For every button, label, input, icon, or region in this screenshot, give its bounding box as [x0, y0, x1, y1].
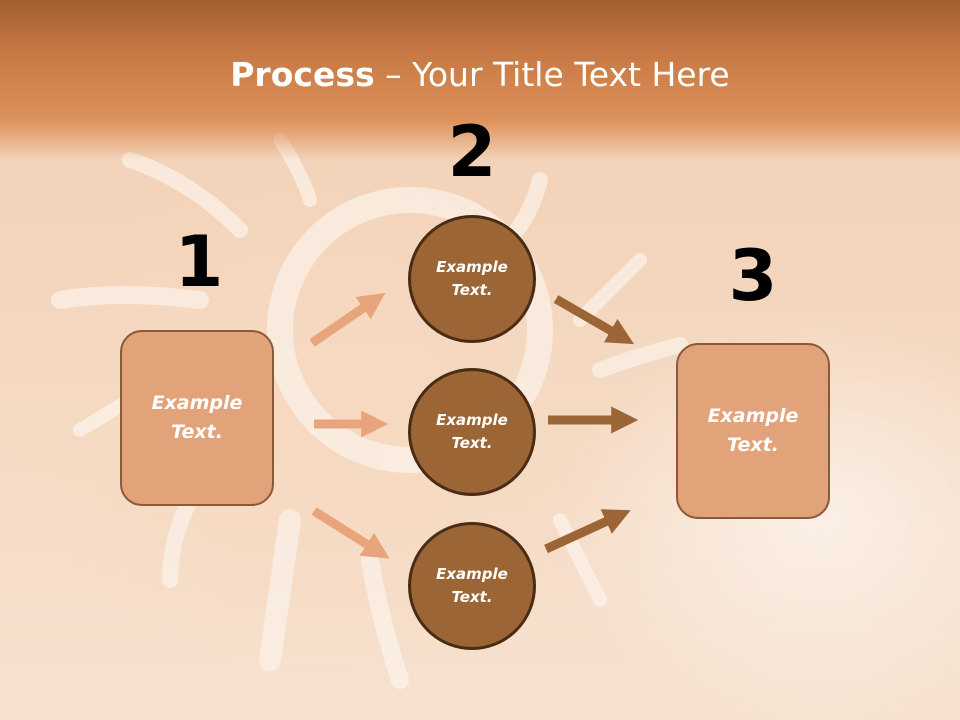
middle-circle-bottom-text: Example Text.: [436, 565, 508, 606]
middle-circle-center-text: Example Text.: [436, 411, 508, 452]
right-step-box[interactable]: Example Text.: [676, 343, 830, 519]
step-number-3: 3: [728, 235, 778, 317]
arrow-bottom-to-right: [544, 509, 631, 554]
arrow-top-to-right: [553, 295, 635, 345]
middle-circle-top-text: Example Text.: [436, 258, 508, 299]
slide-title: Process – Your Title Text Here: [0, 52, 960, 98]
title-band: [0, 0, 960, 160]
middle-circle-center[interactable]: Example Text.: [408, 368, 536, 496]
title-rest: – Your Title Text Here: [374, 55, 730, 94]
middle-circle-top[interactable]: Example Text.: [408, 215, 536, 343]
left-step-box[interactable]: Example Text.: [120, 330, 274, 506]
step-number-1: 1: [174, 221, 224, 303]
arrow-left-to-top: [309, 292, 386, 347]
right-step-text: Example Text.: [707, 405, 799, 456]
arrow-left-to-bottom: [311, 507, 390, 559]
left-step-text: Example Text.: [151, 392, 243, 443]
step-number-2: 2: [447, 111, 497, 193]
middle-circle-bottom[interactable]: Example Text.: [408, 522, 536, 650]
title-bold: Process: [230, 55, 375, 94]
